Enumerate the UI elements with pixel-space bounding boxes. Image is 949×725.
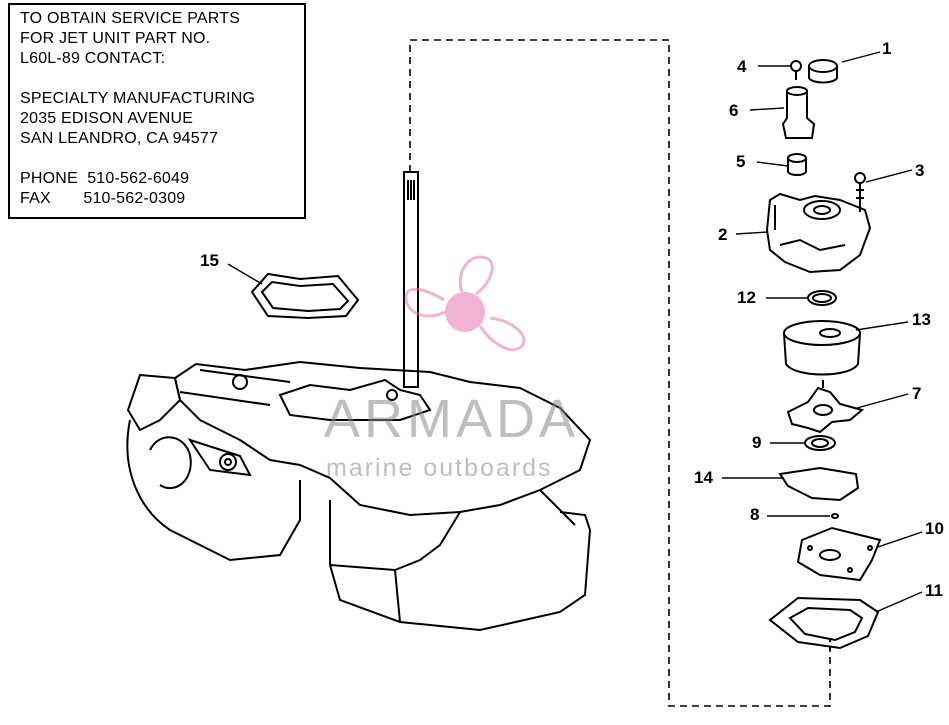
- callout-12: 12: [737, 288, 756, 307]
- part-1-cap: [808, 59, 838, 84]
- part-13-liner: [783, 320, 861, 376]
- info-line-company: SPECIALTY MANUFACTURING: [20, 90, 256, 107]
- info-line-fax: FAX 510-562-0309: [20, 190, 186, 207]
- watermark-brand-name: ARMADA: [324, 389, 580, 449]
- callout-4: 4: [737, 57, 747, 76]
- part-15-gasket: [250, 272, 360, 320]
- info-line-phone: PHONE 510-562-6049: [20, 170, 190, 187]
- part-10-plate: [796, 526, 882, 582]
- callout-6: 6: [729, 101, 739, 120]
- drive-shaft: [403, 171, 419, 388]
- assembly-dashed-outline: [409, 39, 831, 707]
- callout-3: 3: [915, 161, 925, 180]
- info-line-street: 2035 EDISON AVENUE: [20, 110, 194, 127]
- info-line-city: SAN LEANDRO, CA 94577: [20, 130, 219, 147]
- part-6-tube: [781, 86, 816, 139]
- callout-7: 7: [912, 384, 922, 403]
- part-9-washer: [804, 435, 836, 451]
- info-line-2: FOR JET UNIT PART NO.: [20, 30, 211, 47]
- part-2-pump-housing: [765, 192, 872, 274]
- callout-2: 2: [718, 225, 728, 244]
- lower-unit-housing: [126, 360, 592, 632]
- callout-9: 9: [752, 433, 762, 452]
- part-12-o-ring: [807, 290, 837, 306]
- leader-lines: [227, 51, 923, 613]
- callout-13: 13: [912, 310, 931, 329]
- callout-15: 15: [200, 251, 219, 270]
- watermark-propeller-logo: [404, 255, 526, 352]
- callout-14: 14: [694, 468, 713, 487]
- callout-1: 1: [882, 39, 892, 58]
- callout-11: 11: [925, 581, 943, 600]
- watermark-tagline: marine outboards: [326, 454, 553, 482]
- callout-8: 8: [750, 505, 760, 524]
- info-line-3: L60L-89 CONTACT:: [20, 50, 166, 67]
- part-11-gasket: [768, 596, 880, 650]
- part-8-pin: [831, 513, 839, 519]
- part-5-bushing: [787, 153, 807, 176]
- part-7-impeller: [786, 380, 865, 434]
- callout-10: 10: [925, 519, 944, 538]
- service-parts-info-box: TO OBTAIN SERVICE PARTS FOR JET UNIT PAR…: [8, 3, 306, 219]
- part-4-screw: [790, 60, 802, 80]
- callout-5: 5: [736, 152, 746, 171]
- info-line-1: TO OBTAIN SERVICE PARTS: [20, 10, 241, 27]
- part-14-gasket: [778, 466, 860, 502]
